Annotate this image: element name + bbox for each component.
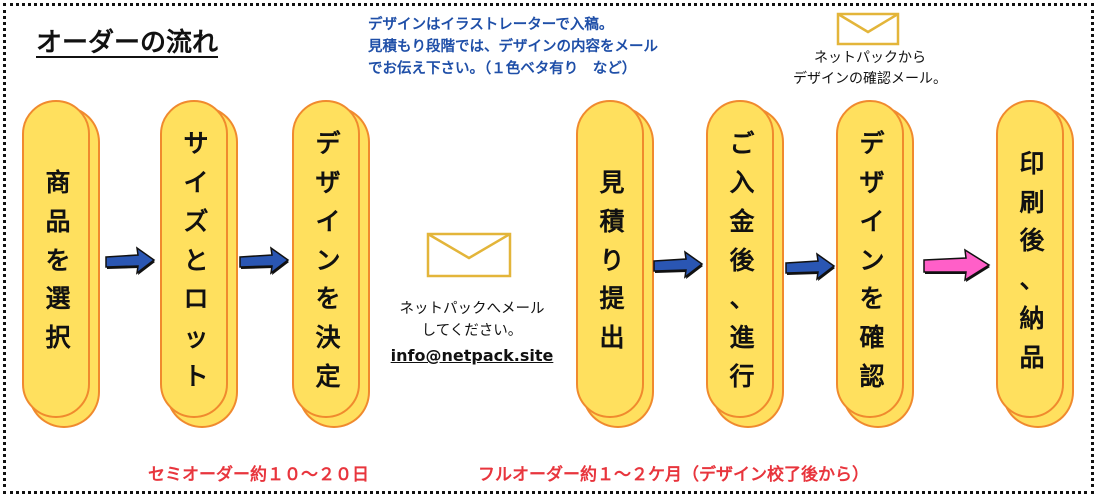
design-note-line: でお伝え下さい。（１色ベタ有り など） bbox=[368, 61, 637, 77]
step-label-char: ッ bbox=[183, 323, 209, 353]
step-label-char: 出 bbox=[599, 323, 625, 353]
right-arrow-icon bbox=[785, 252, 836, 281]
step-label-char: 金 bbox=[729, 206, 755, 236]
dotted-border bbox=[3, 3, 1094, 494]
step-label-char: イ bbox=[183, 168, 209, 198]
step-label-char: 見 bbox=[599, 168, 625, 198]
step-label-char: イ bbox=[315, 206, 341, 236]
step-label-char: 、 bbox=[1019, 265, 1045, 294]
step-label-char: 商 bbox=[45, 168, 71, 198]
right-arrow-icon bbox=[239, 246, 290, 275]
right-arrow-icon bbox=[923, 248, 991, 282]
envelope-icon bbox=[836, 12, 900, 46]
step-label-char: 後 bbox=[1019, 226, 1045, 256]
step-label-char: ン bbox=[315, 245, 341, 275]
step-label-char: ロ bbox=[183, 284, 209, 314]
step-label-char: ザ bbox=[859, 168, 885, 198]
step-label-char: 提 bbox=[599, 284, 625, 314]
step-label-char: 認 bbox=[859, 361, 885, 391]
semi-order-lead-time: セミオーダー約１０～２０日 bbox=[148, 465, 369, 485]
step-label-char: 、 bbox=[729, 284, 755, 314]
step-label-char: ト bbox=[183, 361, 209, 391]
step-print-deliver: 印刷後、納品 bbox=[996, 100, 1064, 418]
step-label-char: 刷 bbox=[1019, 187, 1045, 217]
mail-instruction: ネットパックへメール してください。 info@netpack.site bbox=[372, 298, 572, 367]
step-label: 見積り提出 bbox=[578, 102, 646, 420]
step-label-char: を bbox=[315, 284, 341, 314]
step-label-char: 品 bbox=[45, 206, 71, 236]
step-label-char: ご bbox=[729, 129, 755, 159]
full-order-lead-time: フルオーダー約１～２ケ月（デザイン校了後から） bbox=[478, 465, 869, 485]
step-decide-design: デザインを決定 bbox=[292, 100, 360, 418]
email-link[interactable]: info@netpack.site bbox=[390, 346, 554, 365]
step-label-char: ン bbox=[859, 245, 885, 275]
step-label-char: 定 bbox=[315, 361, 341, 391]
confirm-note-line: ネットパックから bbox=[814, 50, 926, 66]
mail-note-line: ネットパックへメール bbox=[399, 301, 545, 317]
step-label-char: サ bbox=[183, 129, 209, 159]
step-label-char: 択 bbox=[45, 323, 71, 353]
step-label-char: 入 bbox=[729, 168, 755, 198]
step-label-char: ズ bbox=[183, 206, 209, 236]
step-label-char: デ bbox=[859, 129, 885, 159]
step-label-char: イ bbox=[859, 206, 885, 236]
step-label-char: 進 bbox=[729, 323, 755, 353]
step-quote: 見積り提出 bbox=[576, 100, 644, 418]
step-payment-proceed: ご入金後、進行 bbox=[706, 100, 774, 418]
step-label-char: 決 bbox=[315, 323, 341, 353]
step-label-char: を bbox=[859, 284, 885, 314]
design-submission-note: デザインはイラストレーターで入稿。 見積もり段階では、デザインの内容をメール で… bbox=[368, 14, 658, 80]
design-confirmation-note: ネットパックから デザインの確認メール。 bbox=[770, 48, 970, 90]
confirm-note-line: デザインの確認メール。 bbox=[793, 71, 947, 87]
step-label-char: を bbox=[45, 245, 71, 275]
right-arrow-icon bbox=[653, 250, 704, 279]
step-label: サイズとロット bbox=[162, 102, 230, 420]
step-label-char: 行 bbox=[729, 361, 755, 391]
step-label-char: 積 bbox=[599, 206, 625, 236]
step-label-char: 印 bbox=[1019, 148, 1045, 178]
step-label-char: 品 bbox=[1019, 342, 1045, 372]
envelope-icon bbox=[426, 232, 512, 278]
step-label-char: ザ bbox=[315, 168, 341, 198]
step-label-char: 納 bbox=[1019, 303, 1045, 333]
right-arrow-icon bbox=[105, 246, 156, 275]
step-size-lot: サイズとロット bbox=[160, 100, 228, 418]
step-label-char: と bbox=[183, 245, 209, 275]
step-label-char: 選 bbox=[45, 284, 71, 314]
step-label: 商品を選択 bbox=[24, 102, 92, 420]
design-note-line: 見積もり段階では、デザインの内容をメール bbox=[368, 39, 658, 55]
step-label: 印刷後、納品 bbox=[998, 102, 1066, 420]
step-label: デザインを確認 bbox=[838, 102, 906, 420]
step-label-char: デ bbox=[315, 129, 341, 159]
design-note-line: デザインはイラストレーターで入稿。 bbox=[368, 17, 614, 33]
step-select-product: 商品を選択 bbox=[22, 100, 90, 418]
page-title: オーダーの流れ bbox=[36, 28, 219, 58]
step-label: ご入金後、進行 bbox=[708, 102, 776, 420]
step-label: デザインを決定 bbox=[294, 102, 362, 420]
step-label-char: 後 bbox=[729, 245, 755, 275]
step-confirm-design: デザインを確認 bbox=[836, 100, 904, 418]
mail-note-line: してください。 bbox=[421, 323, 523, 339]
step-label-char: 確 bbox=[859, 323, 885, 353]
step-label-char: り bbox=[599, 245, 625, 275]
